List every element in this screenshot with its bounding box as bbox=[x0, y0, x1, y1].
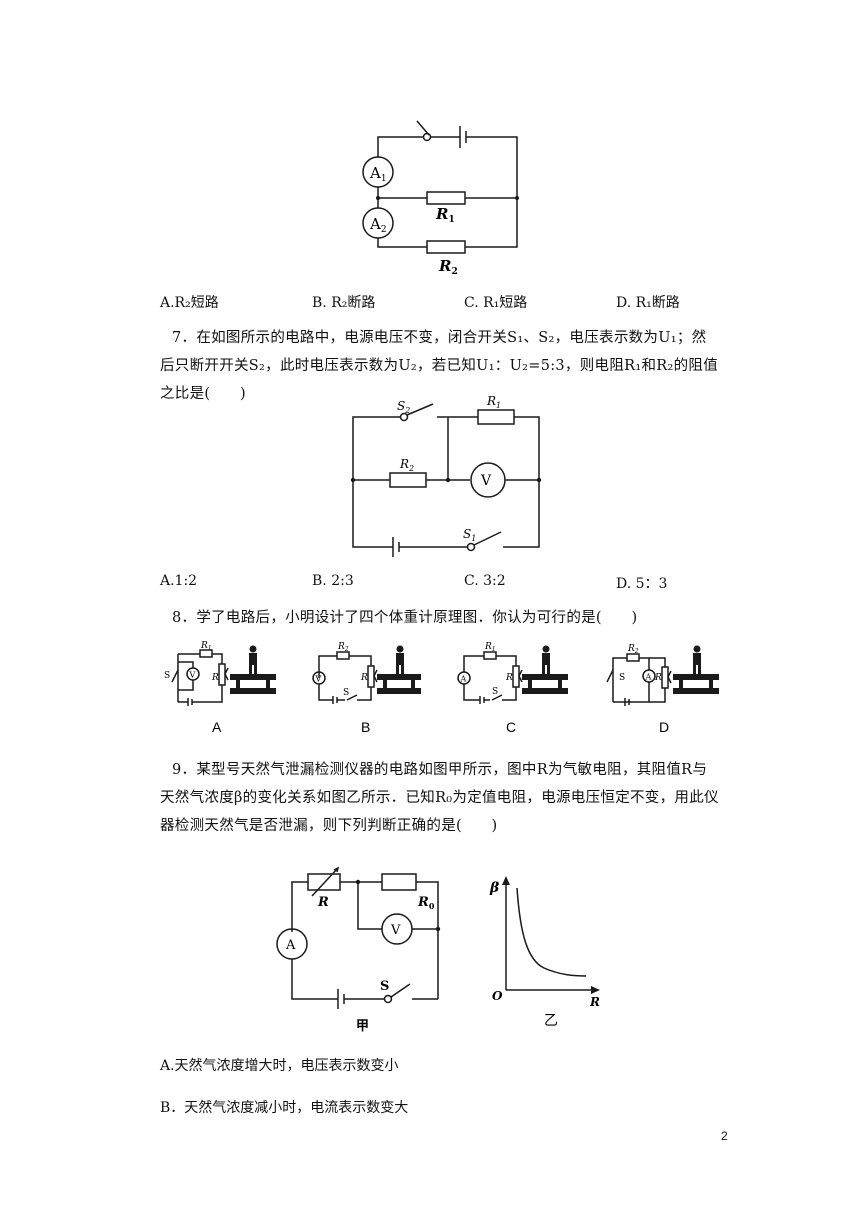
q7-option-c: C. 3:2 bbox=[464, 573, 506, 589]
voltmeter: V bbox=[470, 462, 506, 498]
q8-question-text: 8．学了电路后，小明设计了四个体重计原理图．你认为可行的是( ) bbox=[172, 610, 638, 626]
s1-label: S1 bbox=[463, 527, 476, 543]
q6-option-a: A.R₂短路 bbox=[160, 295, 219, 311]
switch-lever bbox=[416, 120, 430, 136]
r-label: R bbox=[317, 895, 329, 910]
svg-text:A: A bbox=[645, 673, 652, 682]
svg-text:A: A bbox=[460, 675, 467, 684]
q8-caption-a: A bbox=[212, 719, 222, 735]
svg-text:V: V bbox=[390, 923, 401, 938]
svg-text:V: V bbox=[480, 473, 492, 489]
r1-label: R1 bbox=[486, 394, 501, 410]
q7-question-text: 7．在如图所示的电路中，电源电压不变，闭合开关S₁、S₂，电压表示数为U₁；然后… bbox=[160, 330, 718, 402]
q8-caption-d: D bbox=[659, 719, 669, 735]
q7-circuit-diagram: S2 R1 R2 V S1 bbox=[350, 394, 542, 557]
q9-circuit-diagram-jia: R R0 V A S 甲 bbox=[276, 866, 441, 1034]
ammeter-a2: A2 bbox=[362, 207, 394, 239]
resistor-r1 bbox=[426, 191, 466, 205]
q9-graph-yi: β O R 乙 bbox=[489, 876, 600, 1029]
origin-label: O bbox=[492, 989, 503, 1003]
svg-text:S: S bbox=[343, 688, 349, 698]
r0-label: R0 bbox=[417, 895, 435, 911]
q7-option-a: A.1:2 bbox=[160, 573, 198, 589]
svg-text:R1: R1 bbox=[484, 642, 496, 653]
svg-text:S: S bbox=[164, 671, 170, 681]
svg-text:R2: R2 bbox=[627, 644, 639, 655]
q6-option-c: C. R₁短路 bbox=[464, 295, 528, 311]
resistor-r2 bbox=[389, 472, 427, 488]
svg-text:V: V bbox=[189, 671, 196, 680]
svg-text:S: S bbox=[619, 673, 625, 683]
ammeter-a1: A1 bbox=[362, 156, 394, 188]
person-figure bbox=[542, 645, 550, 674]
q9-question-text: 9．某型号天然气泄漏检测仪器的电路如图甲所示，图中R为气敏电阻，其阻值R与天然气… bbox=[160, 762, 719, 834]
ammeter: A bbox=[276, 928, 308, 960]
svg-text:A2: A2 bbox=[369, 215, 387, 235]
svg-text:R: R bbox=[360, 673, 368, 683]
q8-diagram-b: R2 V S R B bbox=[312, 642, 421, 735]
r2-label: R2 bbox=[399, 457, 414, 473]
resistor-r1 bbox=[477, 409, 515, 425]
q9-option-b: B．天然气浓度减小时，电流表示数变大 bbox=[160, 1100, 409, 1116]
svg-text:R: R bbox=[211, 673, 219, 683]
person-figure bbox=[396, 645, 404, 674]
resistor-r0 bbox=[381, 873, 417, 891]
q7-option-d: D. 5：3 bbox=[616, 576, 668, 592]
q8-caption-b: B bbox=[361, 719, 370, 735]
q8-diagram-d: R2 A S R D bbox=[606, 644, 719, 735]
q6-circuit-diagram: A1 R1 A2 R2 bbox=[362, 120, 519, 277]
svg-text:A: A bbox=[285, 938, 296, 953]
switch-s-lever bbox=[390, 983, 411, 998]
person-figure bbox=[693, 645, 701, 674]
svg-text:S: S bbox=[492, 687, 498, 697]
q6-option-b: B. R₂断路 bbox=[312, 295, 376, 311]
voltmeter: V bbox=[381, 913, 413, 945]
caption-jia: 甲 bbox=[356, 1019, 369, 1034]
beta-axis-label: β bbox=[489, 880, 500, 896]
person-figure bbox=[249, 645, 257, 674]
page-number: 2 bbox=[721, 1129, 728, 1143]
beta-vs-r-curve bbox=[516, 887, 587, 977]
r2-label: R2 bbox=[438, 257, 458, 277]
q8-caption-c: C bbox=[506, 719, 516, 735]
svg-text:V: V bbox=[315, 675, 322, 684]
s-label: S bbox=[380, 979, 389, 994]
svg-text:R: R bbox=[654, 673, 662, 683]
q8-diagram-a: R1 V S R A bbox=[164, 641, 276, 735]
caption-yi: 乙 bbox=[544, 1013, 558, 1029]
svg-text:A1: A1 bbox=[369, 164, 387, 184]
switch-s1-lever bbox=[473, 531, 502, 546]
svg-text:R: R bbox=[505, 673, 513, 683]
switch-s2-lever bbox=[406, 403, 434, 416]
q9-option-a: A.天然气浓度增大时，电压表示数变小 bbox=[160, 1058, 399, 1074]
s2-label: S2 bbox=[397, 399, 410, 415]
r1-label: R1 bbox=[435, 205, 455, 225]
q8-diagram-c: R1 A S R C bbox=[457, 642, 568, 735]
svg-text:R2: R2 bbox=[337, 642, 349, 653]
q6-option-d: D. R₁断路 bbox=[616, 295, 680, 311]
q7-option-b: B. 2:3 bbox=[312, 573, 354, 589]
resistor-r2 bbox=[426, 240, 466, 254]
r-axis-label: R bbox=[589, 995, 600, 1009]
svg-text:R1: R1 bbox=[200, 641, 212, 652]
